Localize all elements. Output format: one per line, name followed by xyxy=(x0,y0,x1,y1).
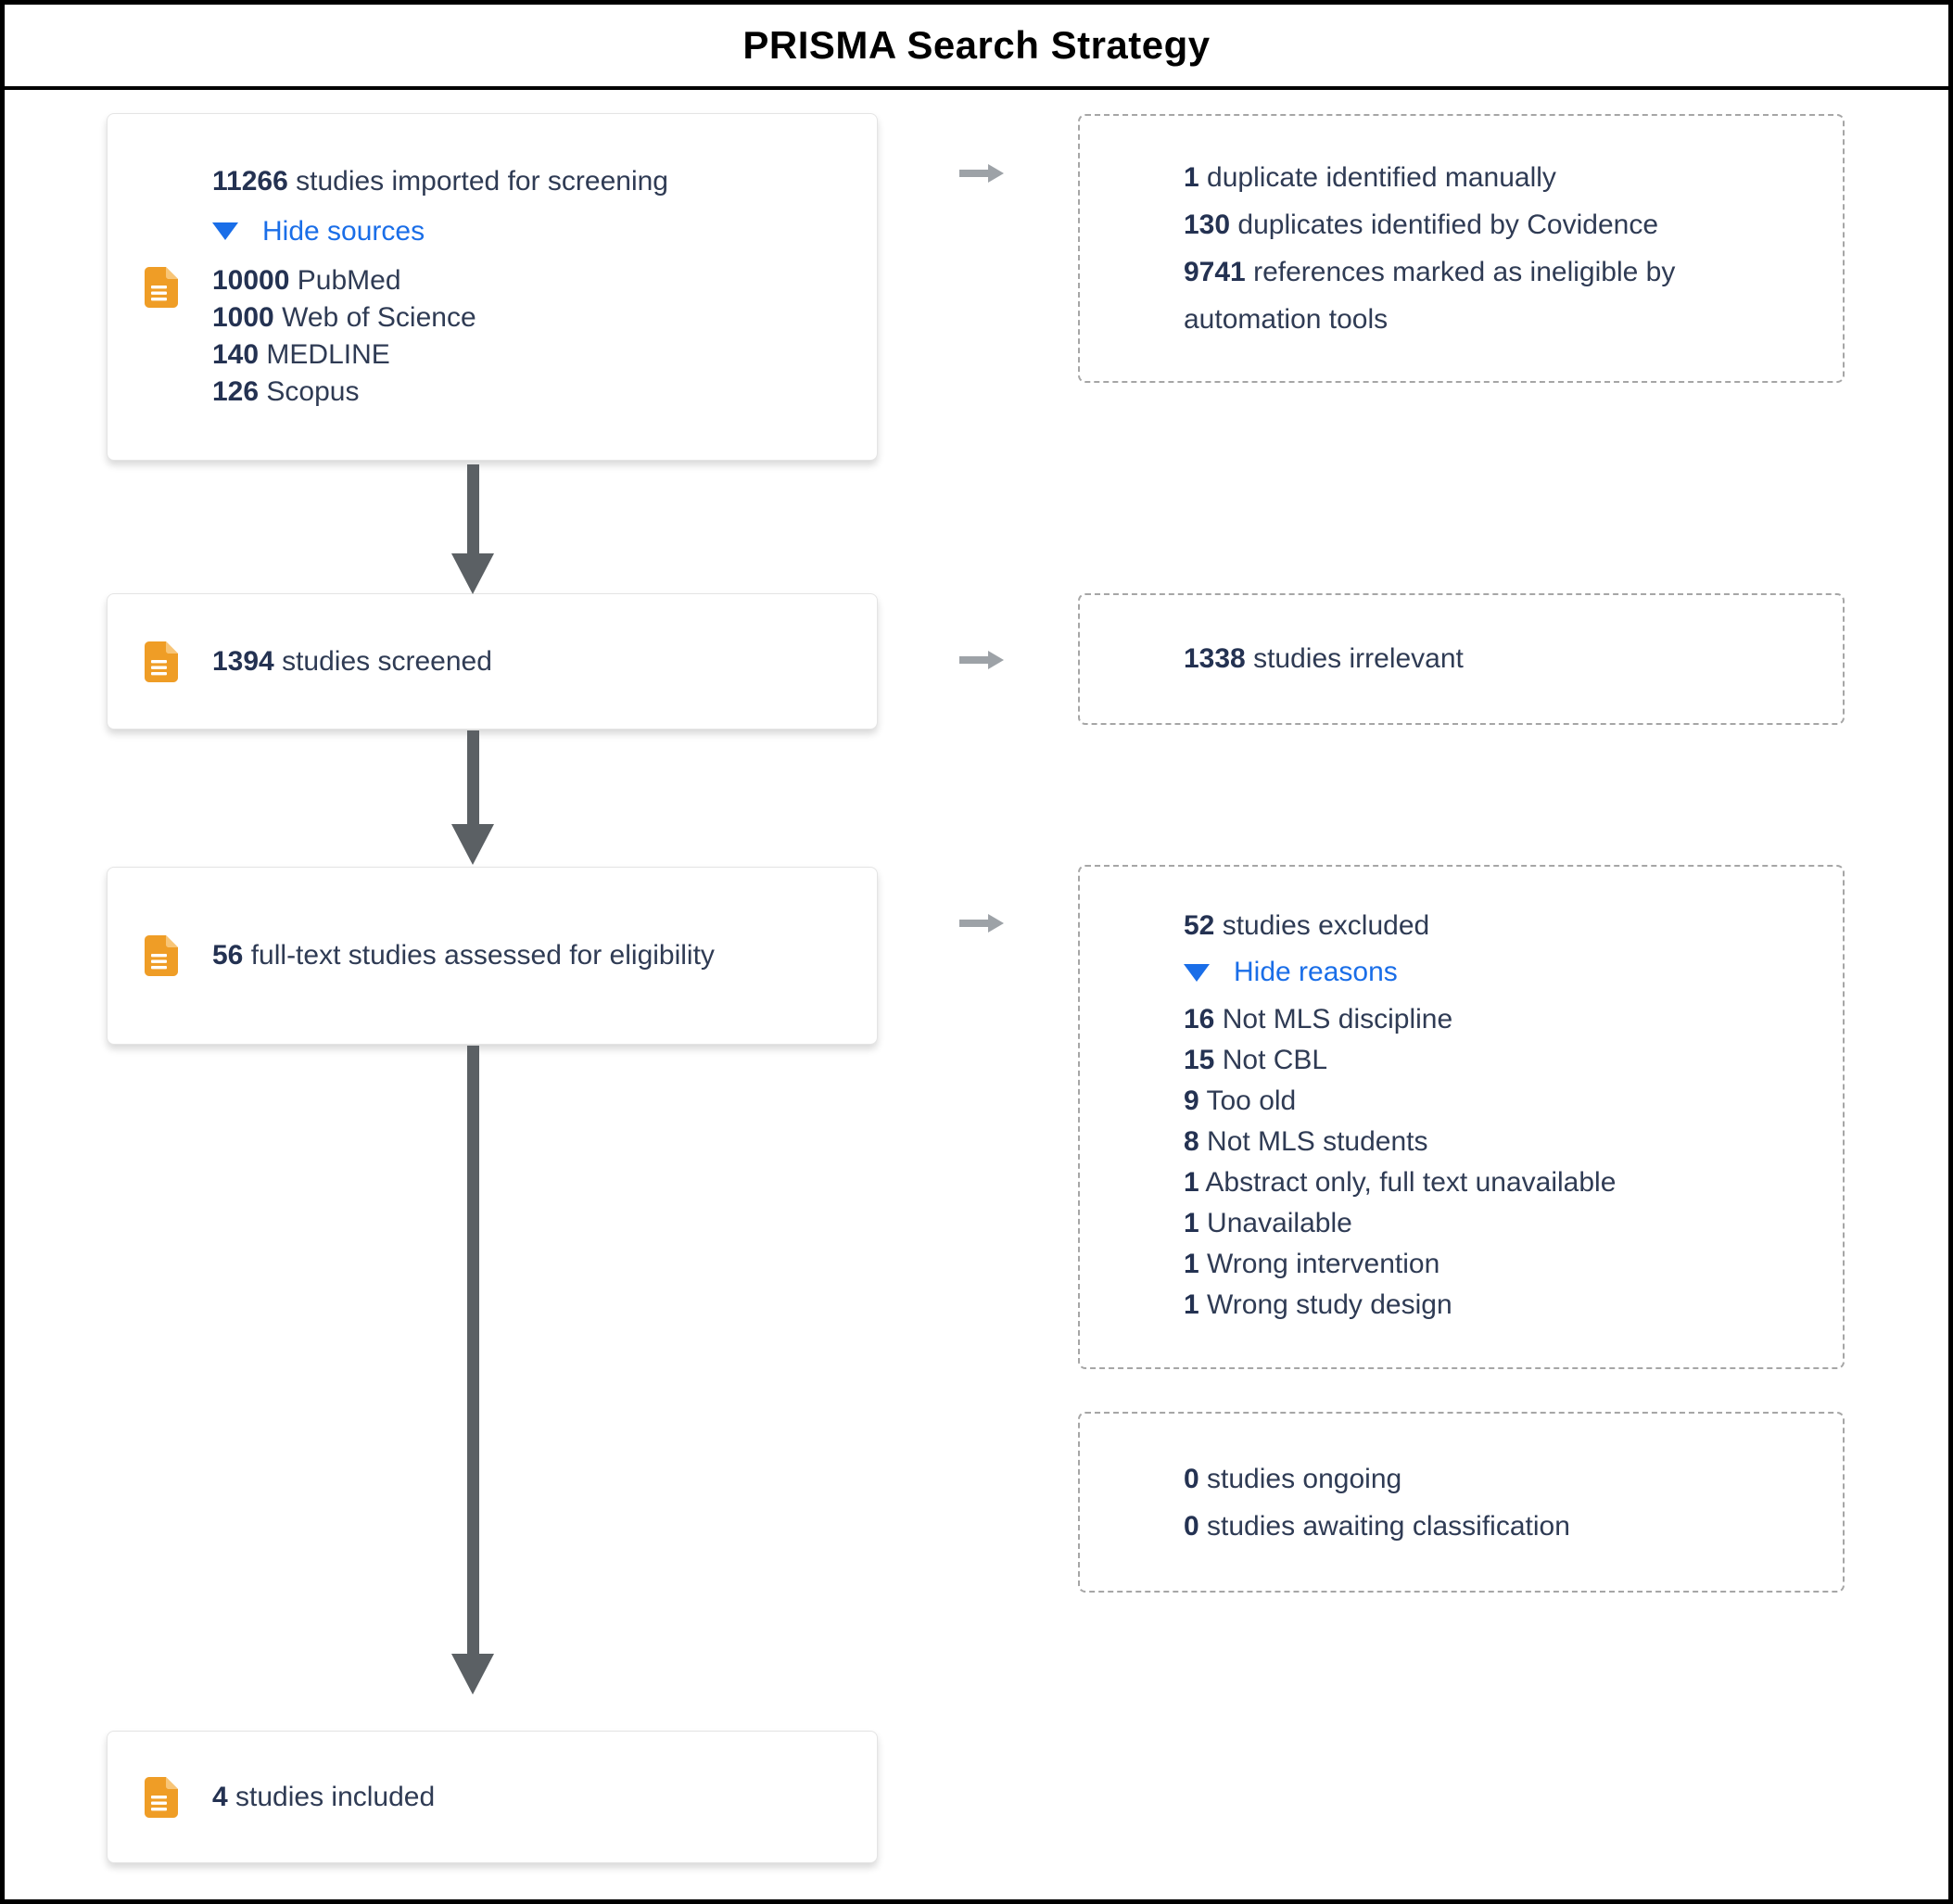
imported-count-line: 11266 studies imported for screening xyxy=(212,165,668,197)
exclusion-line: 1338 studies irrelevant xyxy=(1184,643,1464,674)
irrelevant-studies-box: 1338 studies irrelevant xyxy=(1078,593,1845,725)
arrow-right-icon xyxy=(959,164,1004,183)
included-count-line: 4 studies included xyxy=(212,1781,436,1812)
reason-item: 1 Unavailable xyxy=(1184,1208,1352,1238)
hide-sources-toggle[interactable]: Hide sources xyxy=(212,214,849,249)
fulltext-assessed-box: 56 full-text studies assessed for eligib… xyxy=(107,867,878,1045)
source-item: 1000 Web of Science xyxy=(212,301,476,333)
source-item: 140 MEDLINE xyxy=(212,338,390,370)
triangle-down-icon xyxy=(1184,963,1210,982)
document-icon xyxy=(143,1776,180,1818)
reason-item: 9 Too old xyxy=(1184,1085,1297,1116)
exclusion-line: 9741 references marked as ineligible by … xyxy=(1184,257,1676,335)
hide-reasons-label: Hide reasons xyxy=(1234,957,1398,987)
document-icon xyxy=(143,641,180,682)
document-icon xyxy=(143,935,180,976)
source-item: 10000 PubMed xyxy=(212,264,401,296)
reason-item: 15 Not CBL xyxy=(1184,1045,1328,1075)
fulltext-count-line: 56 full-text studies assessed for eligib… xyxy=(212,940,715,971)
status-line: 0 studies awaiting classification xyxy=(1184,1510,1570,1542)
screened-studies-box: 1394 studies screened xyxy=(107,593,878,730)
excluded-studies-box: 52 studies excluded Hide reasons 16 Not … xyxy=(1078,865,1845,1369)
arrow-down-icon xyxy=(451,464,494,594)
ongoing-awaiting-box: 0 studies ongoing 0 studies awaiting cla… xyxy=(1078,1412,1845,1593)
document-icon xyxy=(143,266,180,308)
status-line: 0 studies ongoing xyxy=(1184,1463,1402,1494)
reason-item: 1 Abstract only, full text unavailable xyxy=(1184,1167,1617,1198)
reasons-list: 16 Not MLS discipline 15 Not CBL 9 Too o… xyxy=(1184,999,1815,1326)
arrow-right-icon xyxy=(959,651,1004,669)
sources-list: 10000 PubMed 1000 Web of Science 140 MED… xyxy=(212,262,849,411)
hide-reasons-toggle[interactable]: Hide reasons xyxy=(1184,955,1815,990)
reason-item: 8 Not MLS students xyxy=(1184,1126,1428,1157)
included-studies-box: 4 studies included xyxy=(107,1731,878,1863)
page-title: PRISMA Search Strategy xyxy=(742,23,1211,67)
exclusion-line: 130 duplicates identified by Covidence xyxy=(1184,209,1659,240)
reason-item: 1 Wrong study design xyxy=(1184,1289,1452,1320)
triangle-down-icon xyxy=(212,222,238,240)
hide-sources-label: Hide sources xyxy=(262,215,425,247)
imported-studies-box: 11266 studies imported for screening Hid… xyxy=(107,113,878,461)
source-item: 126 Scopus xyxy=(212,375,360,407)
reason-item: 1 Wrong intervention xyxy=(1184,1249,1440,1279)
arrow-down-icon xyxy=(451,730,494,865)
exclusion-line: 1 duplicate identified manually xyxy=(1184,162,1556,193)
arrow-down-icon xyxy=(451,1046,494,1695)
reason-item: 16 Not MLS discipline xyxy=(1184,1004,1453,1035)
screened-count-line: 1394 studies screened xyxy=(212,645,492,677)
duplicates-removed-box: 1 duplicate identified manually 130 dupl… xyxy=(1078,114,1845,383)
diagram-header: PRISMA Search Strategy xyxy=(5,5,1948,90)
excluded-count-line: 52 studies excluded xyxy=(1184,910,1430,941)
arrow-right-icon xyxy=(959,914,1004,933)
